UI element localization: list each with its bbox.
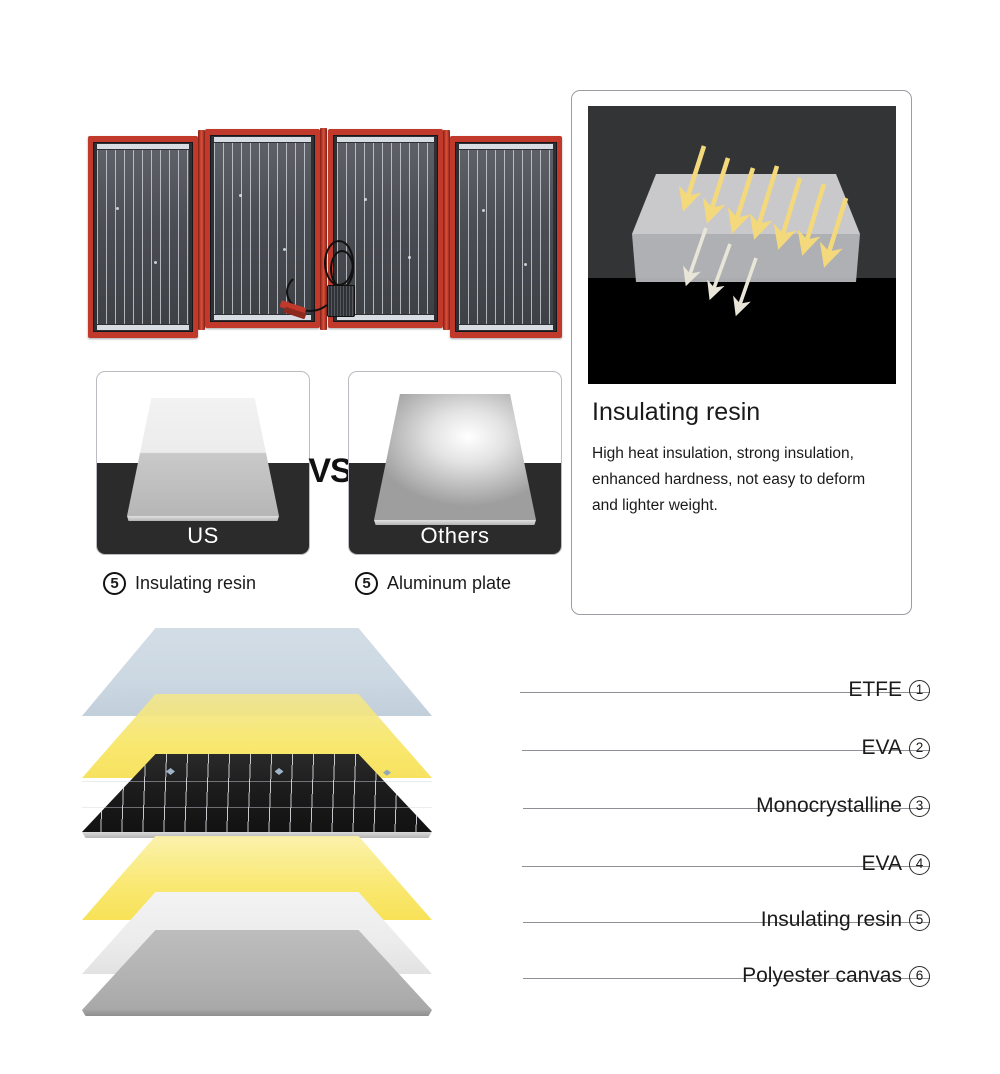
legend-number: 4 [909,853,930,875]
legend-label: EVA [861,852,902,875]
panel-controller-box [327,285,355,317]
legend-row-eva-bottom: EVA 4 [522,852,930,876]
legend-label: EVA [861,736,902,759]
legend-number: 5 [909,909,930,931]
panel-hinge-center [320,128,327,330]
leader-line [522,866,930,867]
leader-line [523,808,930,809]
vs-label: VS [308,452,352,490]
legend-row-etfe: ETFE 1 [520,678,930,702]
layer-stack-diagram [82,628,432,1016]
leader-line [523,922,930,923]
panel-cable-coil-2 [330,250,354,288]
legend-row-monocrystalline: Monocrystalline 3 [523,794,930,818]
incoming-heat-arrows [678,145,849,268]
comparison-caption-us: 5 Insulating resin [103,572,256,595]
comparison-card-others: Others [348,371,562,555]
resin-sheet-lower [632,234,860,282]
resin-description: High heat insulation, strong insulation,… [592,445,866,514]
panel-cable-lead [286,272,334,312]
solar-panel-leaf-1 [88,136,198,338]
layer-legend: ETFE 1 EVA 2 Monocrystalline 3 EVA 4 Ins… [410,660,930,1000]
insulating-resin-card: Insulating resin High heat insulation, s… [571,90,912,615]
heat-insulation-figure [588,106,896,384]
card-label: US [187,523,219,548]
panel-hinge-left [198,130,205,330]
card-label: Others [420,523,490,548]
legend-label: Polyester canvas [742,964,902,987]
layer-monocrystalline [82,754,432,838]
legend-label: ETFE [848,678,902,701]
comparison-card-us: US [96,371,310,555]
legend-number: 3 [909,795,930,817]
comparison-caption-text: Insulating resin [135,573,257,593]
legend-label: Insulating resin [760,908,902,931]
comparison-caption-text: Aluminum plate [387,573,512,593]
leader-line [523,978,930,979]
outgoing-heat-arrows [683,227,758,317]
layer-polyester-canvas [82,930,432,1016]
number-badge: 5 [355,572,378,595]
product-photo [88,122,566,350]
solar-panel-leaf-4 [450,136,562,338]
solar-panel-illustration [88,122,566,350]
legend-number: 6 [909,965,930,987]
panel-hinge-right [443,130,450,330]
leader-line [520,692,930,693]
aluminum-plate-illustration [374,394,536,525]
legend-row-polyester-canvas: Polyester canvas 6 [523,964,930,988]
leader-line [522,750,930,751]
number-badge: 5 [103,572,126,595]
heat-arrows-svg [632,145,860,317]
legend-label: Monocrystalline [756,794,902,817]
legend-row-insulating-resin: Insulating resin 5 [523,908,930,932]
resin-plate-illustration [127,398,279,521]
legend-number: 1 [909,679,930,701]
legend-number: 2 [909,737,930,759]
resin-title: Insulating resin [592,398,761,426]
solar-panel-leaf-2 [205,129,320,328]
comparison-caption-others: 5 Aluminum plate [355,572,511,595]
legend-row-eva-top: EVA 2 [522,736,930,760]
